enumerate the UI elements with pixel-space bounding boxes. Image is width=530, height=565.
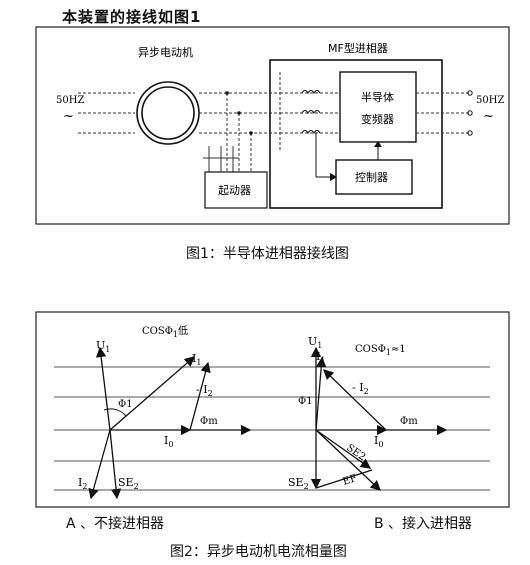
vector-ef-right (315, 429, 381, 491)
vector-se2-left (109, 429, 122, 500)
converter-box (269, 59, 443, 209)
u1-label-left: U1 (96, 339, 110, 354)
i1-label-left: I1 (192, 352, 201, 367)
arrow-right (330, 173, 337, 181)
arrow-up (374, 141, 382, 147)
vector-se2-diag-right (315, 429, 372, 469)
motor-label: 异步电动机 (138, 45, 193, 59)
minus-i2-label-right: - I2 (352, 381, 369, 396)
vector-minus-i2-right (323, 369, 387, 431)
se2-label-right: SE2 (288, 476, 309, 491)
fig1-caption: 图1：半导体进相器接线图 (186, 246, 349, 262)
inductor-3 (301, 130, 321, 134)
i0-label-right: I0 (374, 434, 383, 449)
vector-i1-right (315, 356, 327, 431)
phasor-right: COSΦ1≈1 U1 I1 - I2 Φ1 Φm I0 SE2 SE2 EF (288, 335, 448, 491)
fig2-sub-b: B 、接入进相器 (374, 516, 473, 532)
phim-label-right: Φm (400, 416, 418, 427)
vector-i1-left (109, 356, 195, 431)
cos-label-left: COSΦ1低 (142, 324, 188, 339)
ef-label-right: EF (342, 473, 359, 488)
minus-i2-label-left: - I2 (196, 383, 213, 398)
semiconductor-label-1: 半导体 (361, 90, 394, 104)
ac-right-symbol: ~ (483, 109, 494, 124)
vector-minus-i2-left (189, 361, 211, 431)
cos-label-right: COSΦ1≈1 (355, 344, 406, 357)
controller-label: 控制器 (355, 170, 388, 184)
fig2-frame (35, 311, 510, 508)
ac-left-symbol: ~ (63, 109, 74, 124)
phi1-label-left: Φ1 (118, 399, 133, 410)
phi1-arc-left (103, 408, 127, 417)
fig2-caption: 图2：异步电动机电流相量图 (170, 544, 347, 560)
starter-box (204, 171, 268, 209)
vector-u1-left (95, 346, 111, 431)
fig2-sub-a: A 、不接进相器 (66, 516, 165, 532)
inductor-2 (301, 110, 321, 114)
freq-left-label: 50HZ (56, 95, 84, 106)
starter-label: 起动器 (218, 184, 251, 197)
phim-label-left: Φm (200, 416, 218, 427)
semiconductor-label-2: 变频器 (361, 112, 394, 126)
se2-label-left: SE2 (118, 476, 139, 491)
phasor-left: COSΦ1低 U1 I1 - I2 Φ1 Φm I0 I2 SE2 (78, 324, 252, 500)
converter-label: MF型进相器 (328, 41, 388, 55)
freq-right-label: 50HZ (476, 95, 504, 106)
u1-label-right: U1 (308, 335, 322, 350)
motor-circle-inner (141, 86, 195, 140)
inductor-1 (301, 90, 321, 94)
i2-label-left: I2 (78, 476, 87, 491)
phi1-label-right: Φ1 (298, 396, 313, 407)
fig1-frame (35, 26, 510, 225)
i0-label-left: I0 (164, 434, 173, 449)
vector-i2-left (88, 429, 111, 500)
wiring-diagram: 异步电动机 50HZ ~ 起动器 MF型进相器 半导体 变频器 控制器 (35, 26, 510, 225)
i1-label-right: I1 (316, 350, 325, 365)
page-heading: 本装置的接线如图1 (62, 8, 202, 26)
